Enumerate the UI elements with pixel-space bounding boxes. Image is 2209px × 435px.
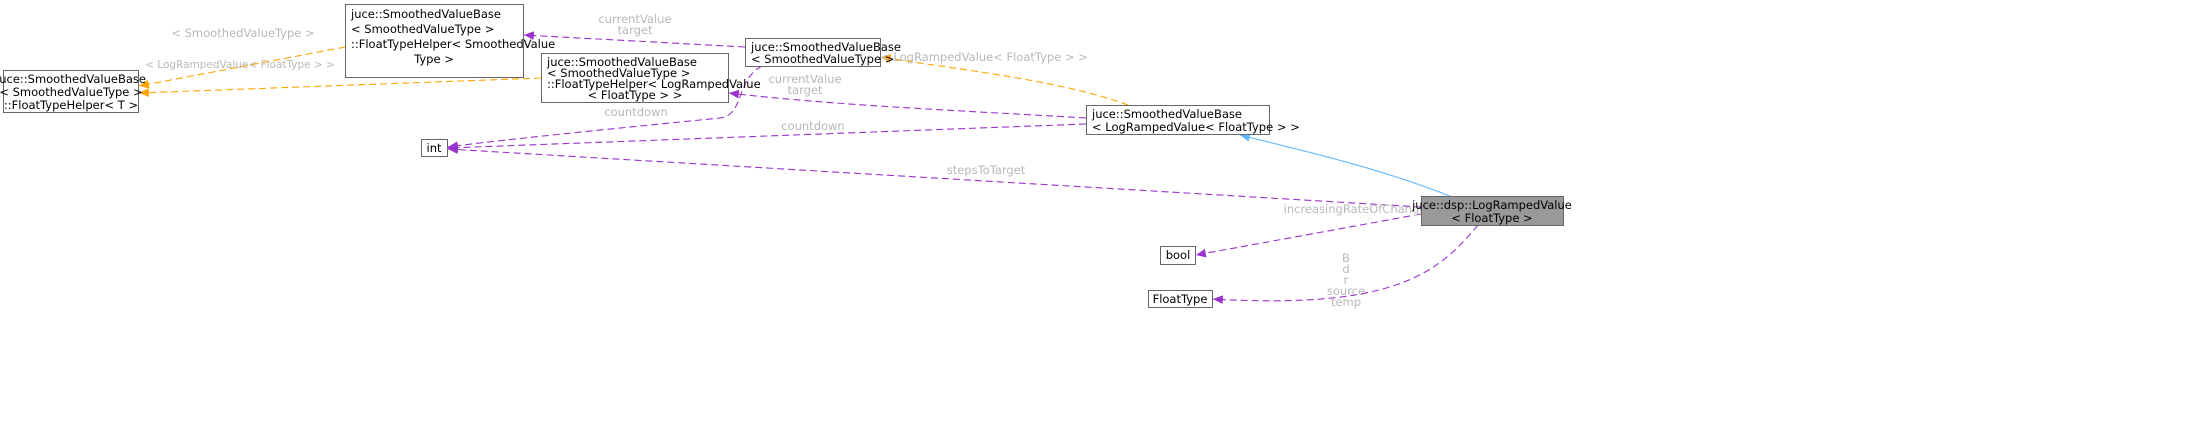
node-log-ramped-value[interactable]: juce::dsp::LogRampedValue < FloatType > [1411, 196, 1572, 226]
node-line: FloatType [1153, 292, 1208, 306]
node-line: juce::SmoothedValueBase [750, 40, 901, 54]
label-base-svt-target: target [618, 23, 653, 37]
node-line: < SmoothedValueType > [351, 22, 494, 36]
node-helper-lrv[interactable]: juce::SmoothedValueBase < SmoothedValueT… [541, 53, 761, 103]
node-base-lrv[interactable]: juce::SmoothedValueBase < LogRampedValue… [1086, 105, 1300, 135]
label-lrv-to-t: < LogRampedValue< FloatType > > [145, 59, 335, 71]
edge-base-lrv-to-base-svt [880, 54, 1129, 106]
label-ft-d: d [1342, 262, 1349, 276]
node-line: bool [1166, 248, 1191, 262]
label-base-lrv-current: currentValue [768, 72, 841, 86]
label-svt-to-t: < SmoothedValueType > [171, 26, 314, 40]
node-line: ::FloatTypeHelper< T > [4, 98, 138, 112]
node-helper-svt[interactable]: juce::SmoothedValueBase < SmoothedValueT… [345, 4, 556, 78]
node-helper-t[interactable]: juce::SmoothedValueBase < SmoothedValueT… [0, 70, 146, 113]
node-base-svt[interactable]: juce::SmoothedValueBase < SmoothedValueT… [745, 38, 901, 67]
node-line: Type > [413, 52, 454, 66]
node-floattype[interactable]: FloatType [1148, 290, 1213, 308]
label-steps: stepsToTarget [947, 163, 1026, 177]
edge-base-lrv-countdown [447, 123, 1087, 153]
node-line: < FloatType > > [588, 88, 683, 102]
label-ft-source: source [1327, 284, 1365, 298]
node-line: juce::SmoothedValueBase [546, 55, 697, 69]
label-base-lrv-to-base-svt: < LogRampedValue< FloatType > > [880, 50, 1088, 64]
node-line: juce::SmoothedValueBase [350, 7, 501, 21]
edge-base-svt-to-helper [523, 31, 746, 48]
label-base-lrv-countdown: countdown [781, 119, 844, 133]
label-ft-r: r [1344, 273, 1349, 287]
node-line: < SmoothedValueType > [0, 85, 143, 99]
node-line: < LogRampedValue< FloatType > > [1092, 120, 1300, 134]
edge-inherit [1239, 133, 1453, 198]
edge-lrv-to-t [138, 77, 542, 98]
label-base-lrv-target: target [788, 83, 823, 97]
edge-floattype [1212, 224, 1479, 304]
edge-base-svt-countdown [447, 65, 763, 151]
node-line: juce::SmoothedValueBase [0, 72, 146, 86]
edge-svt-to-t [138, 46, 346, 89]
label-increasing: increasingRateOfChange [1284, 202, 1427, 216]
node-int[interactable]: int [421, 139, 448, 157]
label-ft-B: B [1342, 251, 1350, 265]
label-base-svt-countdown: countdown [604, 105, 667, 119]
edge-increasing [1195, 213, 1422, 258]
node-bool[interactable]: bool [1160, 246, 1196, 265]
edge-steps [447, 145, 1422, 208]
node-line: juce::dsp::LogRampedValue [1411, 198, 1572, 212]
node-line: juce::SmoothedValueBase [1091, 107, 1242, 121]
label-base-svt-current: currentValue [598, 12, 671, 26]
node-line: < FloatType > [1451, 211, 1532, 225]
node-line: < SmoothedValueType > [547, 66, 690, 80]
label-ft-temp: temp [1331, 295, 1361, 309]
node-line: int [427, 141, 442, 155]
node-line: ::FloatTypeHelper< LogRampedValue [547, 77, 761, 91]
edge-base-lrv-to-helper [728, 89, 1087, 119]
node-line: < SmoothedValueType > [751, 52, 894, 66]
node-line: ::FloatTypeHelper< SmoothedValue [351, 37, 555, 51]
